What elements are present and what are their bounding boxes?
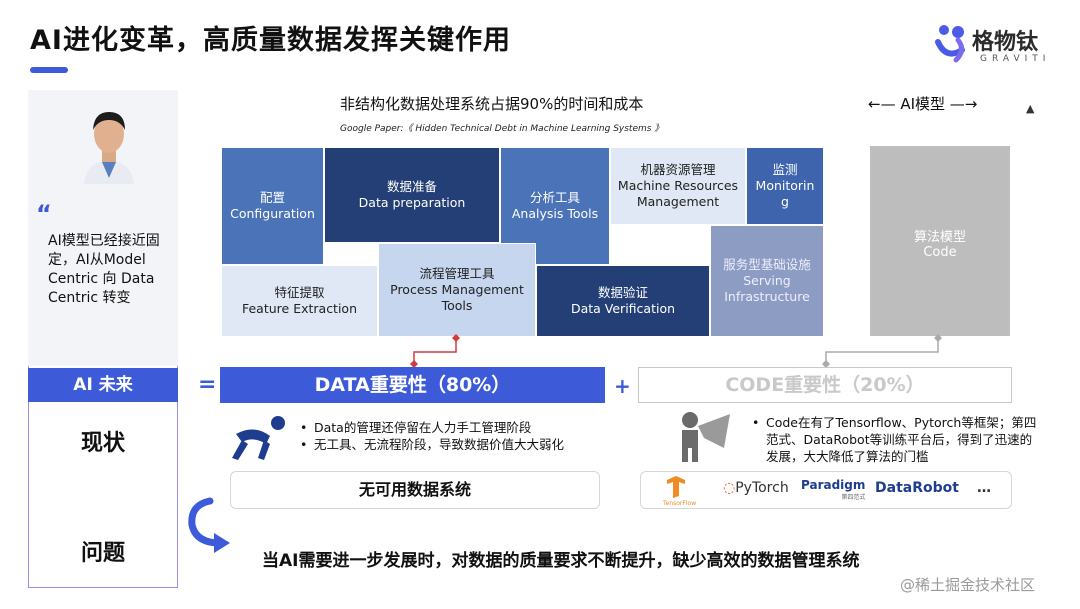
block-zh: 流程管理工具 — [419, 266, 495, 281]
problem-statement: 当AI需要进一步发展时，对数据的质量要求不断提升，缺少高效的数据管理系统 — [262, 551, 860, 571]
code-connector — [822, 334, 942, 368]
graviti-logo — [932, 20, 1057, 70]
chart-title: 非结构化数据处理系统占据90%的时间和成本 — [340, 95, 644, 113]
chart-source: Google Paper:《 Hidden Technical Debt in … — [340, 124, 664, 134]
code-importance-bar: CODE重要性（20%） — [638, 367, 1012, 403]
logo-text: 格物钛 — [972, 30, 1039, 55]
tensorflow-label: TensorFlow — [663, 500, 697, 507]
block-data-preparation: 数据准备 Data preparation — [324, 147, 500, 243]
superhero-icon — [682, 412, 730, 462]
block-en: Serving Infrastructure — [724, 273, 810, 304]
block-zh: 数据验证 — [597, 285, 648, 300]
data-importance-bar: DATA重要性（80%） — [220, 367, 605, 403]
ai-model-label: ←— AI模型 —→ — [868, 95, 978, 113]
mouse-cursor-icon: ▲ — [1026, 102, 1035, 115]
bullet-item: Data的管理还停留在人力手工管理阶段 — [300, 419, 610, 436]
bullet-item: Code在有了Tensorflow、Pytorch等框架；第四范式、DataRo… — [752, 414, 1037, 465]
portrait-photo — [80, 100, 138, 184]
block-serving-infrastructure: 服务型基础设施 Serving Infrastructure — [710, 225, 824, 337]
block-zh: 服务型基础设施 — [723, 257, 811, 272]
block-zh: 分析工具 — [529, 190, 580, 205]
bullet-item: 无工具、无流程阶段，导致数据价值大大弱化 — [300, 436, 610, 453]
paradigm-label: Paradigm — [801, 478, 866, 492]
graviti-logo-icon — [935, 25, 965, 63]
plus-sign: + — [614, 374, 631, 398]
curved-arrow-icon — [188, 497, 230, 553]
more-ellipsis: … — [977, 480, 991, 496]
block-zh: 监测 — [772, 162, 798, 177]
block-process-management: 流程管理工具 Process Management Tools — [378, 243, 536, 337]
block-en: Data preparation — [358, 195, 466, 210]
pytorch-logo: ◌PyTorch — [723, 480, 789, 496]
quote-text: AI模型已经接近固定，AI从Model Centric 向 Data Centr… — [48, 233, 160, 306]
status-label: 现状 — [80, 431, 125, 456]
tensorflow-icon — [667, 476, 685, 498]
pytorch-label: PyTorch — [735, 480, 789, 496]
block-zh: 机器资源管理 — [640, 162, 716, 177]
block-en: Process Management Tools — [390, 282, 524, 313]
watermark: @稀土掘金技术社区 — [900, 576, 1036, 594]
block-data-verification: 数据验证 Data Verification — [536, 265, 710, 337]
block-configuration: 配置 Configuration — [221, 147, 324, 265]
code-en: Code — [923, 245, 957, 260]
block-en: Data Verification — [570, 301, 676, 316]
logo-subtext: GRAVITI — [980, 54, 1051, 64]
paradigm-logo: Paradigm 第四范式 — [801, 478, 865, 501]
block-monitoring: 监测 Monitorin g — [746, 147, 824, 225]
block-zh: 配置 — [259, 190, 285, 205]
pytorch-icon: ◌ — [723, 480, 736, 496]
code-block: 算法模型 Code — [870, 146, 1010, 336]
block-analysis-tools: 分析工具 Analysis Tools — [500, 147, 610, 265]
block-feature-extraction: 特征提取 Feature Extraction — [221, 265, 378, 337]
data-connector — [410, 334, 460, 368]
block-en: Analysis Tools — [511, 206, 599, 221]
block-en: Monitorin g — [755, 178, 815, 209]
ai-future-label: AI 未来 — [28, 368, 178, 402]
data-status-bullets: Data的管理还停留在人力手工管理阶段 无工具、无流程阶段，导致数据价值大大弱化 — [300, 419, 610, 453]
crawling-person-icon — [232, 416, 285, 460]
block-zh: 特征提取 — [274, 285, 325, 300]
block-en: Machine Resources Management — [617, 178, 739, 209]
block-en: Configuration — [230, 206, 315, 221]
paradigm-sub: 第四范式 — [841, 494, 866, 501]
block-zh: 数据准备 — [386, 179, 437, 194]
tensorflow-logo: TensorFlow — [663, 476, 696, 507]
equals-sign: = — [198, 372, 217, 397]
quote-mark-icon: “ — [36, 200, 52, 228]
title-underline — [30, 67, 68, 73]
page-title: AI进化变革，高质量数据发挥关键作用 — [30, 25, 511, 56]
block-en: Feature Extraction — [241, 301, 358, 316]
block-machine-resources: 机器资源管理 Machine Resources Management — [610, 147, 746, 225]
problem-label: 问题 — [80, 541, 125, 566]
no-data-system-box: 无可用数据系统 — [230, 471, 600, 509]
framework-logos-box: TensorFlow ◌PyTorch Paradigm 第四范式 DataRo… — [640, 471, 1012, 509]
code-zh: 算法模型 — [913, 230, 966, 245]
datarobot-logo: DataRobot — [875, 480, 959, 496]
code-status-bullets: Code在有了Tensorflow、Pytorch等框架；第四范式、DataRo… — [752, 414, 1037, 465]
